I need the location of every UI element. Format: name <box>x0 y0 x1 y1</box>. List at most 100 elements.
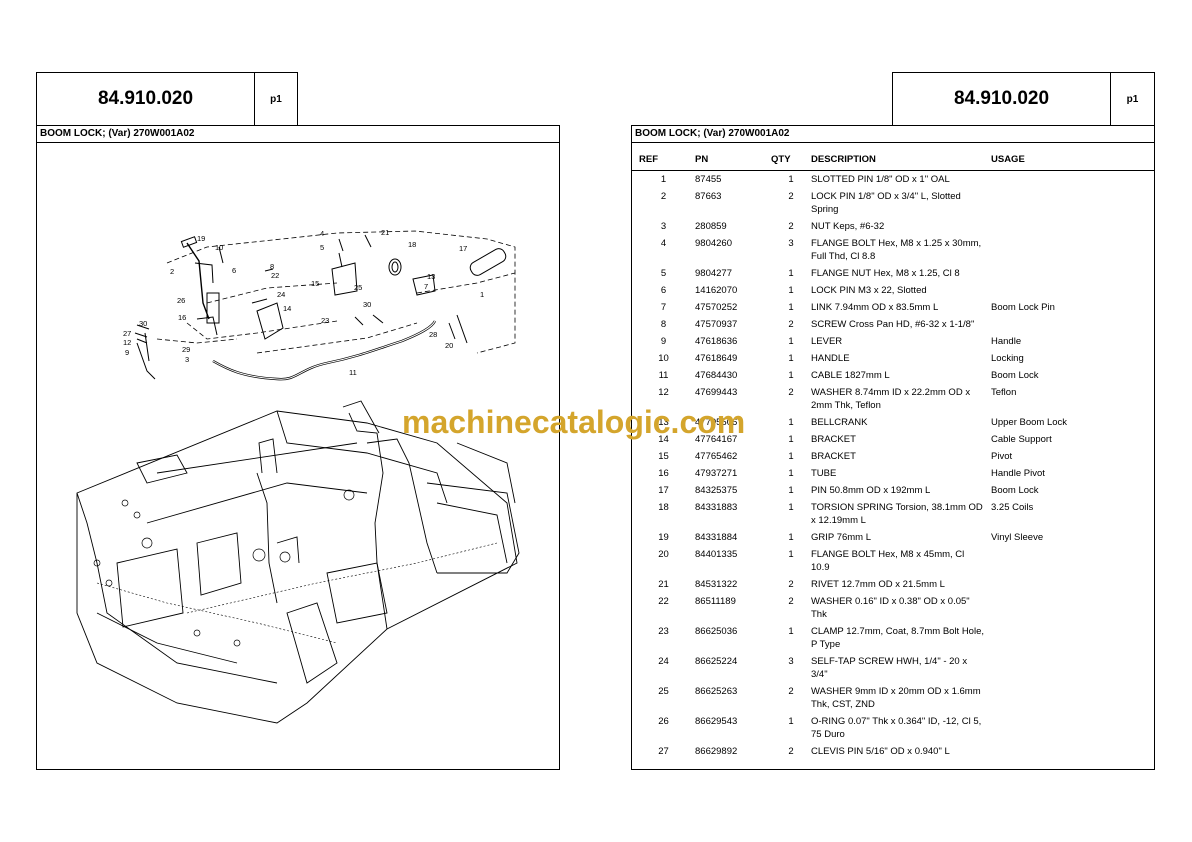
cell-ref: 12 <box>658 387 669 398</box>
cell-qty: 1 <box>788 451 794 462</box>
cell-usage: Pivot <box>991 451 1013 462</box>
callout-30: 30 <box>139 319 147 328</box>
callout-30b: 30 <box>363 300 371 309</box>
cell-description: LOCK PIN M3 x 22, Slotted <box>811 285 927 296</box>
cell-ref: 27 <box>658 746 669 757</box>
cell-pn: 86511189 <box>695 596 736 607</box>
cell-description: LOCK PIN 1/8" OD x 3/4" L, Slotted Sprin… <box>811 191 961 215</box>
cell-ref: 4 <box>660 238 667 249</box>
cell-description: FLANGE NUT Hex, M8 x 1.25, Cl 8 <box>811 268 960 279</box>
cell-ref: 9 <box>660 336 667 347</box>
cell-ref: 26 <box>658 716 669 727</box>
callout-28: 28 <box>429 330 437 339</box>
cell-qty: 1 <box>788 417 794 428</box>
cell-description: BRACKET <box>811 451 856 462</box>
cell-pn: 14162070 <box>695 285 738 296</box>
cell-qty: 1 <box>788 468 794 479</box>
cell-description: TUBE <box>811 468 837 479</box>
cell-qty: 1 <box>788 174 794 185</box>
cell-ref: 15 <box>658 451 669 462</box>
cell-ref: 24 <box>658 656 669 667</box>
cell-description: SLOTTED PIN 1/8" OD x 1" OAL <box>811 174 950 185</box>
callout-5: 5 <box>320 243 324 252</box>
cell-pn: 280859 <box>695 221 727 232</box>
cell-usage: Locking <box>991 353 1024 364</box>
cell-pn: 47705506 <box>695 417 738 428</box>
cell-qty: 1 <box>788 532 794 543</box>
cell-usage: Boom Lock <box>991 370 1039 381</box>
cell-ref: 6 <box>660 285 667 296</box>
callout-23: 23 <box>321 316 329 325</box>
cell-description: CLAMP 12.7mm, Coat, 8.7mm Bolt Hole, P T… <box>811 626 984 650</box>
header-usage: USAGE <box>991 148 1154 171</box>
cell-ref: 22 <box>658 596 669 607</box>
callout-10: 10 <box>215 243 223 252</box>
cell-description: SELF-TAP SCREW HWH, 1/4" - 20 x 3/4" <box>811 656 968 680</box>
cell-usage <box>991 265 1154 282</box>
callout-6: 6 <box>232 266 236 275</box>
cell-description: TORSION SPRING Torsion, 38.1mm OD x 12.1… <box>811 502 983 526</box>
cell-description: BELLCRANK <box>811 417 868 428</box>
left-section-title: BOOM LOCK; (Var) 270W001A02 <box>36 125 560 143</box>
header-description: DESCRIPTION <box>811 148 991 171</box>
callout-20: 20 <box>445 341 453 350</box>
cell-description: LEVER <box>811 336 843 347</box>
callout-3: 3 <box>185 355 189 364</box>
cell-usage: Boom Lock Pin <box>991 302 1055 313</box>
cell-qty: 1 <box>788 370 794 381</box>
cell-qty: 2 <box>788 579 794 590</box>
cell-pn: 86625263 <box>695 686 738 697</box>
cell-ref: 17 <box>658 485 669 496</box>
header-ref: REF <box>632 148 695 171</box>
cell-usage <box>991 188 1154 218</box>
cell-pn: 47764167 <box>695 434 738 445</box>
cell-usage <box>991 576 1154 593</box>
cell-usage <box>991 218 1154 235</box>
callout-29: 29 <box>182 345 190 354</box>
cell-usage <box>991 713 1154 743</box>
callout-11: 11 <box>349 368 357 377</box>
cell-usage <box>991 235 1154 265</box>
cell-usage: Handle Pivot <box>991 468 1045 479</box>
cell-ref: 16 <box>658 468 669 479</box>
left-part-number: 84.910.020 <box>36 72 255 126</box>
callout-15: 15 <box>311 279 319 288</box>
cell-description: BRACKET <box>811 434 856 445</box>
cell-usage: Upper Boom Lock <box>991 417 1068 428</box>
cell-usage <box>991 683 1154 713</box>
cell-pn: 47570252 <box>695 302 738 313</box>
cell-qty: 2 <box>788 686 794 697</box>
cell-usage <box>991 623 1154 653</box>
cell-description: CLEVIS PIN 5/16" OD x 0.940" L <box>811 746 950 757</box>
cell-description: WASHER 0.16" ID x 0.38" OD x 0.05" Thk <box>811 596 970 620</box>
header-qty: QTY <box>771 148 811 171</box>
cell-qty: 1 <box>788 502 794 513</box>
cell-pn: 86629892 <box>695 746 738 757</box>
cell-description: RIVET 12.7mm OD x 21.5mm L <box>811 579 945 590</box>
cell-pn: 84331884 <box>695 532 738 543</box>
cell-ref: 21 <box>658 579 669 590</box>
parts-list-panel <box>631 142 1155 770</box>
callout-12: 12 <box>123 338 131 347</box>
cell-qty: 1 <box>788 285 794 296</box>
cell-qty: 1 <box>788 549 794 560</box>
cell-usage <box>991 743 1154 760</box>
cell-usage: 3.25 Coils <box>991 502 1034 513</box>
cell-ref: 23 <box>658 626 669 637</box>
cell-pn: 9804260 <box>695 238 732 249</box>
callout-22: 22 <box>271 271 279 280</box>
cell-ref: 20 <box>658 549 669 560</box>
